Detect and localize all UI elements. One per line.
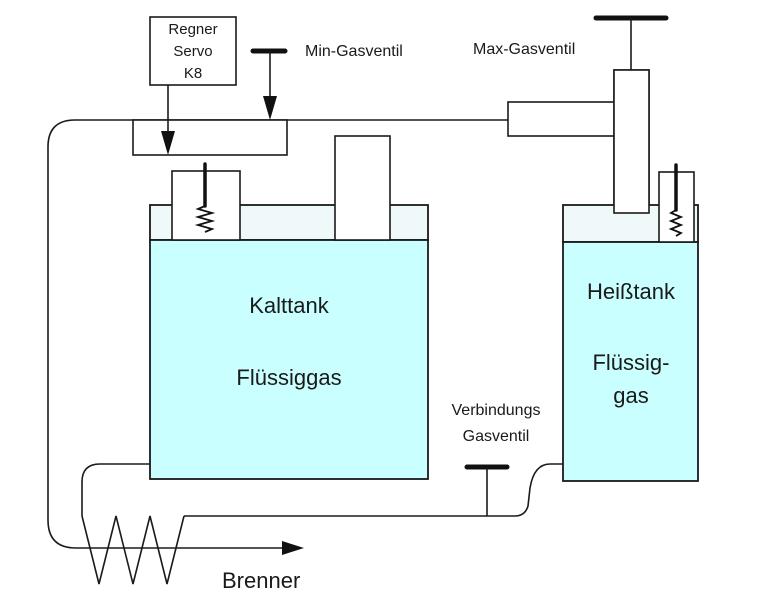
servo-label-line3: K8 <box>184 65 202 82</box>
hot-tank-title: Heißtank <box>587 279 676 304</box>
cold-tank-liquid <box>149 239 429 480</box>
hot-tank-content-line1: Flüssig- <box>592 350 669 375</box>
min-valve-arrowhead <box>263 96 277 120</box>
connection-valve-label-line2: Gasventil <box>463 428 530 445</box>
servo-box <box>149 16 237 86</box>
main-gas-pipe <box>47 119 508 549</box>
hot-tank-content-line2: gas <box>613 383 648 408</box>
regulator-block <box>132 119 288 156</box>
servo-label-line1: Regner <box>168 21 217 38</box>
max-valve-dip-tube <box>613 69 650 214</box>
burner-label: Brenner <box>222 568 300 593</box>
max-valve-label: Max-Gasventil <box>473 41 575 58</box>
heater-coil-icon <box>81 515 185 585</box>
min-valve-label: Min-Gasventil <box>305 43 403 60</box>
burner-arrowhead <box>282 541 304 555</box>
servo-label-line2: Servo <box>173 43 212 60</box>
cold-tank-fill-pipe <box>334 135 391 241</box>
cold-tank-content: Flüssiggas <box>236 365 341 390</box>
cold-tank-title: Kalttank <box>249 293 329 318</box>
servo-arrowhead <box>161 131 175 155</box>
connection-pipe <box>184 463 563 517</box>
max-valve-horizontal-body <box>507 101 616 137</box>
hot-tank-valve-spring-icon <box>668 209 684 237</box>
connection-valve-label-line1: Verbindungs <box>452 402 541 419</box>
cold-tank-valve-spring-icon <box>194 205 216 233</box>
hot-tank-liquid <box>562 241 699 482</box>
cold-tank-outlet-pipe <box>81 463 150 516</box>
